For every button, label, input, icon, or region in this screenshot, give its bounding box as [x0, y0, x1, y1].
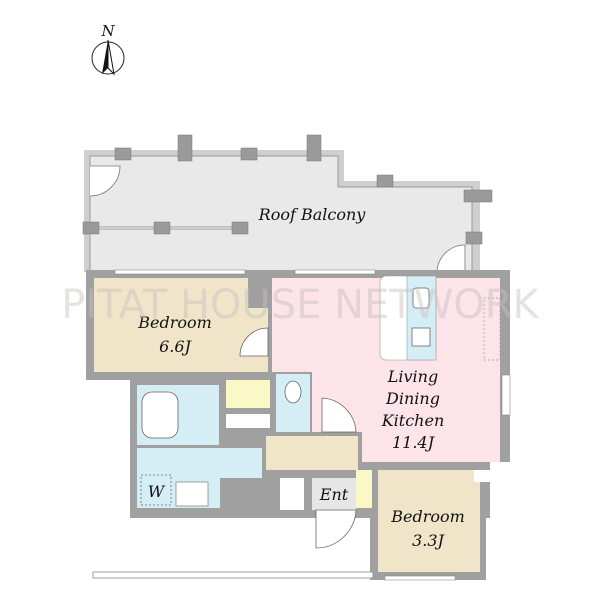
north-arrow-icon: N: [91, 22, 125, 76]
stove-icon: [411, 327, 431, 347]
watermark: PITAT HOUSE NETWORK: [61, 282, 540, 328]
bedroom-small-name: Bedroom: [390, 507, 465, 526]
ldk-line1: Living: [387, 367, 438, 386]
toilet-room: [276, 374, 310, 432]
shoe-closet: [280, 478, 304, 510]
entrance-label: Ent: [319, 485, 349, 504]
roof-balcony-label: Roof Balcony: [258, 205, 367, 224]
bedroom-main-size: 6.6J: [159, 337, 192, 356]
roof-balcony: Roof Balcony: [82, 134, 493, 273]
shelf: [226, 414, 270, 428]
railing: [92, 571, 374, 579]
bedroom-small-size: 3.3J: [412, 531, 445, 550]
front-door: [315, 509, 357, 549]
bathtub-icon: [141, 391, 179, 439]
closet: [226, 380, 270, 408]
washer-label: W: [148, 482, 166, 501]
wash-basin-icon: [175, 481, 209, 507]
entrance: Ent: [312, 470, 372, 549]
washroom: W: [137, 448, 262, 508]
ldk-line2: Dining: [385, 389, 440, 408]
bathroom: [137, 385, 219, 445]
bedroom-main-name: Bedroom: [137, 313, 212, 332]
room-bedroom-6-6j: Bedroom 6.6J: [94, 278, 270, 372]
toilet-icon: [284, 380, 302, 404]
north-label: N: [100, 22, 115, 40]
sink-icon: [412, 287, 430, 309]
ldk-line3: Kitchen: [381, 411, 445, 430]
ldk-size: 11.4J: [392, 433, 436, 452]
room-bedroom-3-3j: Bedroom 3.3J: [378, 470, 498, 572]
hallway: [266, 436, 358, 470]
